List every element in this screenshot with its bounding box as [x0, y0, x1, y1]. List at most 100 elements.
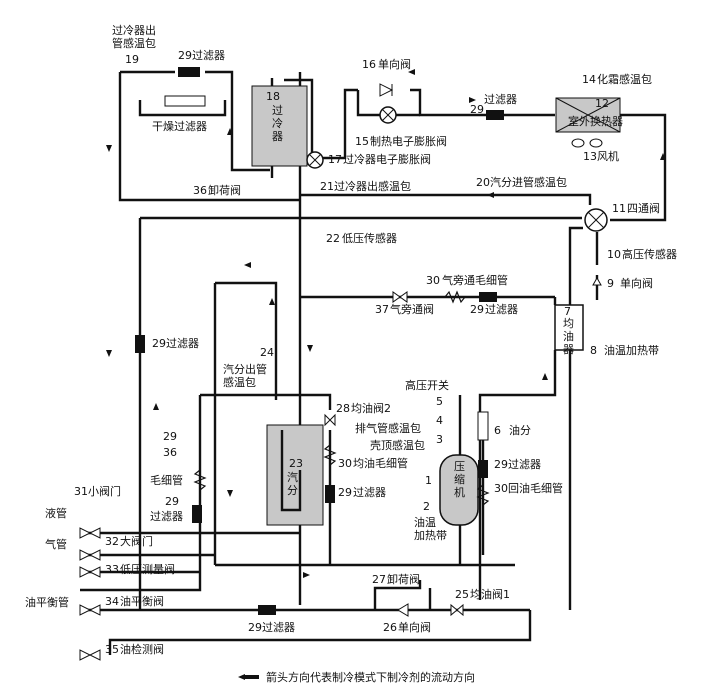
label-oil-equal-valve1: 均油阀1: [470, 587, 510, 601]
label-gas-bypass-valve: 气旁通阀: [390, 302, 434, 316]
label-check-valve-right: 单向阀: [620, 276, 653, 290]
label-n29i: 29: [248, 621, 262, 634]
label-n27: 27: [372, 573, 386, 586]
outdoor-heat-exchanger: [555, 97, 621, 133]
label-check-valve-top: 单向阀: [378, 57, 411, 71]
label-gas-pipe: 气管: [45, 537, 67, 551]
label-oil-balance-pipe: 油平衡管: [25, 595, 69, 609]
label-n10: 10: [607, 248, 621, 261]
label-n16: 16: [362, 58, 376, 71]
flow-arrows: [106, 69, 666, 680]
label-n26: 26: [383, 621, 397, 634]
label-n8: 8: [590, 344, 597, 357]
label-filter-bottom: 过滤器: [262, 621, 295, 634]
label-low-pressure-sensor: 低压传感器: [342, 232, 397, 245]
label-n29g: 29: [163, 430, 177, 443]
label-filter-comp: 过滤器: [353, 486, 386, 499]
label-filter-mid-top: 过滤器: [484, 93, 517, 106]
compressor-body: [439, 454, 479, 526]
label-n29a: 29: [178, 49, 192, 62]
label-n32: 32: [105, 535, 119, 548]
label-gs-outlet-bulb: 汽分出管感温包: [223, 362, 267, 389]
label-n29c: 29: [470, 303, 484, 316]
label-n19: 19: [125, 53, 139, 66]
label-n35: 35: [105, 643, 119, 656]
label-oil-check-valve: 油检测阀: [120, 642, 164, 656]
label-compressor: 压缩机: [454, 460, 465, 499]
label-n29e: 29: [338, 486, 352, 499]
label-n17: 17: [328, 153, 342, 166]
filter-icons: [135, 67, 504, 615]
label-heating-exv: 制热电子膨胀阀: [370, 134, 447, 148]
label-oil-equal-valve2: 均油阀2: [351, 401, 391, 415]
label-n30b: 30: [338, 457, 352, 470]
label-n30c: 30: [494, 482, 508, 495]
label-check-valve-bottom: 单向阀: [398, 620, 431, 634]
label-filter-top: 过滤器: [192, 49, 225, 62]
label-gas-separator: 汽分: [287, 470, 298, 497]
label-dry-filter: 干燥过滤器: [152, 120, 207, 133]
oil-separator-small: [477, 411, 489, 441]
label-n20: 20: [476, 176, 490, 189]
label-oil-return-capillary: 回油毛细管: [508, 481, 563, 495]
label-filter-bypass: 过滤器: [485, 303, 518, 316]
label-n29b: 29: [470, 103, 484, 116]
label-unload-valve-bottom: 卸荷阀: [387, 572, 420, 586]
label-n15: 15: [355, 135, 369, 148]
label-filter-oil-return: 过滤器: [508, 458, 541, 471]
label-filter-left: 过滤器: [166, 337, 199, 350]
label-n25: 25: [455, 588, 469, 601]
label-n34: 34: [105, 595, 119, 608]
label-subcooler-exv: 过冷器电子膨胀阀: [343, 152, 431, 166]
gas-separator-body: [266, 424, 324, 526]
label-n22: 22: [326, 232, 340, 245]
label-oil-balance-valve: 油平衡阀: [120, 594, 164, 608]
label-small-valve: 小阀门: [88, 484, 121, 498]
labels: 过冷器出管感温包 19 29 过滤器 干燥过滤器 18 过冷器 16 单向阀 1…: [25, 23, 677, 684]
label-low-pressure-valve: 低压测量阀: [120, 562, 175, 576]
label-n6: 6: [494, 424, 501, 437]
label-discharge-bulb: 排气管感温包: [355, 421, 421, 435]
label-n30a: 30: [426, 274, 440, 287]
label-oil-temp-heater: 油温加热带: [414, 515, 447, 542]
label-n14: 14: [582, 73, 596, 86]
label-n1: 1: [425, 474, 432, 487]
label-n12: 12: [595, 97, 609, 110]
label-high-pressure-switch: 高压开关: [405, 378, 449, 392]
oil-separator-vertical: [554, 304, 584, 351]
label-oil-equal-capillary: 均油毛细管: [353, 456, 408, 470]
fan-icon: [571, 138, 603, 148]
label-unload-valve: 卸荷阀: [208, 183, 241, 197]
label-defrost-bulb: 化霜感温包: [597, 72, 652, 86]
label-fan: 风机: [597, 149, 619, 163]
label-outdoor-hx: 室外换热器: [568, 114, 623, 128]
label-n24: 24: [260, 346, 274, 359]
label-capillary: 毛细管: [150, 473, 183, 487]
label-n21: 21: [320, 180, 334, 193]
label-four-way: 四通阀: [627, 201, 660, 215]
label-n37: 37: [375, 303, 389, 316]
label-oil-heater-band: 油温加热带: [604, 343, 659, 357]
legend-text: 箭头方向代表制冷模式下制冷剂的流动方向: [266, 670, 475, 684]
label-shell-top-bulb: 壳顶感温包: [370, 438, 425, 452]
label-filter-small: 过滤器: [150, 510, 183, 523]
label-n13: 13: [583, 150, 597, 163]
label-n18: 18: [266, 90, 280, 103]
small-valve-icons: [324, 276, 602, 617]
label-n33: 33: [105, 563, 119, 576]
label-subcooler: 过冷器: [272, 104, 283, 143]
four-way-valve-icon: [584, 208, 608, 232]
label-n9: 9: [607, 277, 614, 290]
label-subcooler-outlet-bulb: 过冷器出管感温包: [112, 23, 156, 50]
capillary-icons: [193, 290, 490, 506]
gas-separator-inner: [280, 430, 302, 512]
subcooler-body: [251, 85, 308, 167]
label-n36: 36: [193, 184, 207, 197]
label-n4: 4: [436, 414, 443, 427]
label-n29h: 29: [165, 495, 179, 508]
label-n29d: 29: [152, 337, 166, 350]
heating-exv-icon: [379, 106, 397, 124]
label-n2: 2: [423, 500, 430, 513]
label-gas-bypass-capillary: 气旁通毛细管: [442, 273, 508, 287]
